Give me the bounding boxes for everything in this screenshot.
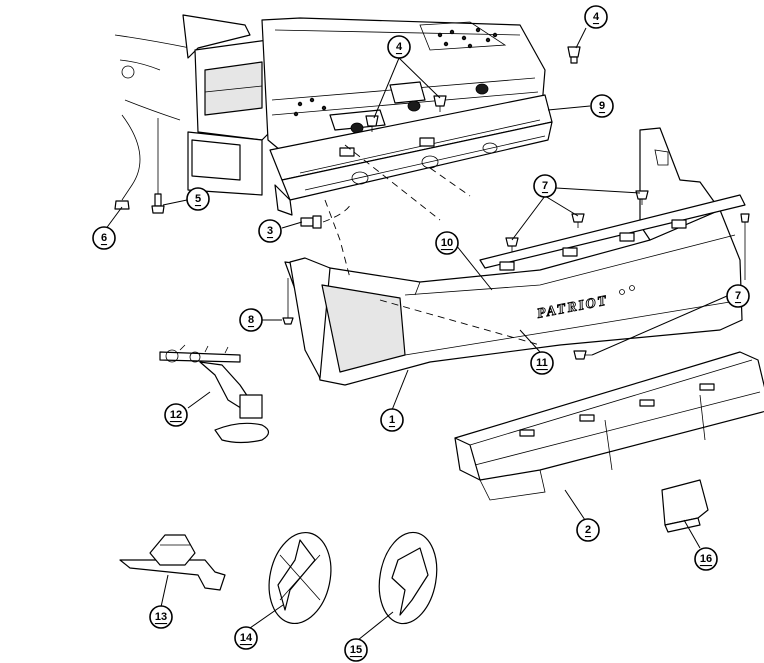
callout-7-right: 7 (726, 284, 750, 308)
callout-9: 9 (590, 94, 614, 118)
svg-text:15: 15 (350, 644, 362, 656)
tow-hook-cover-16 (661, 479, 709, 533)
cage-nut-13 (119, 534, 226, 591)
callout-3: 3 (258, 219, 282, 243)
svg-text:16: 16 (700, 553, 712, 565)
callout-6: 6 (92, 226, 116, 250)
callout-4-mid: 4 (387, 35, 411, 59)
energy-absorber (454, 351, 764, 501)
svg-text:2: 2 (585, 524, 591, 536)
crossmember-reinforcement (269, 94, 553, 216)
callout-12: 12 (164, 403, 188, 427)
callout-7-top: 7 (533, 174, 557, 198)
svg-text:12: 12 (170, 409, 182, 421)
callout-4-top: 4 (584, 5, 608, 29)
callout-8: 8 (239, 308, 263, 332)
callout-10: 10 (435, 231, 459, 255)
callout-2: 2 (576, 518, 600, 542)
liftgate-mechanism (293, 21, 507, 117)
leader-lines (104, 27, 728, 641)
callout-15: 15 (344, 638, 368, 662)
callout-5: 5 (186, 187, 210, 211)
svg-text:10: 10 (441, 237, 453, 249)
svg-text:3: 3 (267, 225, 273, 237)
callout-11: 11 (530, 351, 554, 375)
screw-3 (300, 203, 352, 229)
svg-text:11: 11 (536, 357, 548, 369)
callout-1: 1 (380, 408, 404, 432)
svg-text:8: 8 (248, 314, 254, 326)
svg-text:4: 4 (396, 41, 403, 53)
bolt-5 (151, 118, 165, 214)
svg-text:4: 4 (593, 11, 600, 23)
svg-text:14: 14 (240, 632, 253, 644)
svg-text:5: 5 (195, 193, 201, 205)
callout-16: 16 (694, 547, 718, 571)
callout-13: 13 (149, 605, 173, 629)
svg-text:9: 9 (599, 100, 605, 112)
bumper-fascia: PATRIOT (284, 127, 746, 386)
svg-text:13: 13 (155, 611, 167, 623)
nut-6 (114, 114, 141, 210)
callout-14: 14 (234, 626, 258, 650)
svg-text:7: 7 (542, 180, 548, 192)
wiring-harness-12 (159, 344, 270, 444)
grommet-15 (378, 531, 438, 625)
clip-fasteners-4 (365, 46, 581, 132)
pin-8 (282, 278, 294, 325)
svg-text:6: 6 (101, 232, 107, 244)
svg-text:7: 7 (735, 290, 741, 302)
plug-14 (268, 531, 332, 625)
svg-text:1: 1 (389, 414, 395, 426)
